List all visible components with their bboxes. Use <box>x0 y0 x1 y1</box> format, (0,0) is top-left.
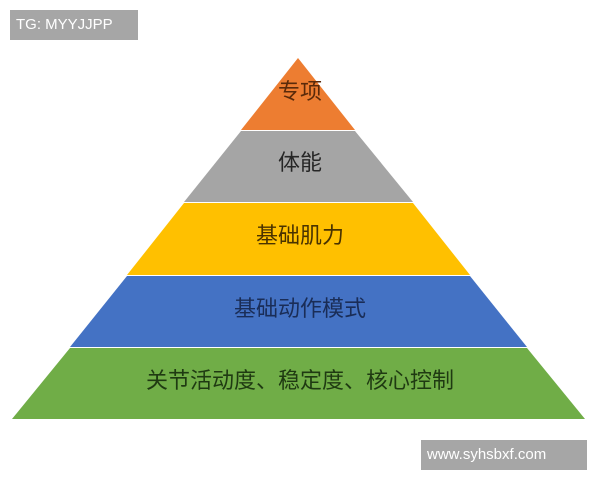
pyramid-layer-5-label: 关节活动度、稳定度、核心控制 <box>145 369 454 394</box>
watermark-bottom-right: www.syhsbxf.com <box>421 440 587 470</box>
pyramid-layer-1-shape <box>241 58 355 130</box>
pyramid-layer-4-label: 基础动作模式 <box>233 297 366 322</box>
pyramid-layer-3-label: 基础肌力 <box>255 224 344 249</box>
pyramid-layer-2-label: 体能 <box>277 151 322 176</box>
pyramid-layer-4-shape <box>70 276 527 347</box>
pyramid-layer-5-shape <box>12 348 585 419</box>
pyramid-layer-3-shape <box>127 203 470 275</box>
watermark-top-left: TG: MYYJJPP <box>10 10 138 40</box>
pyramid-layer-2-shape <box>184 131 413 202</box>
pyramid-layer-1-label: 专项 <box>277 80 322 105</box>
